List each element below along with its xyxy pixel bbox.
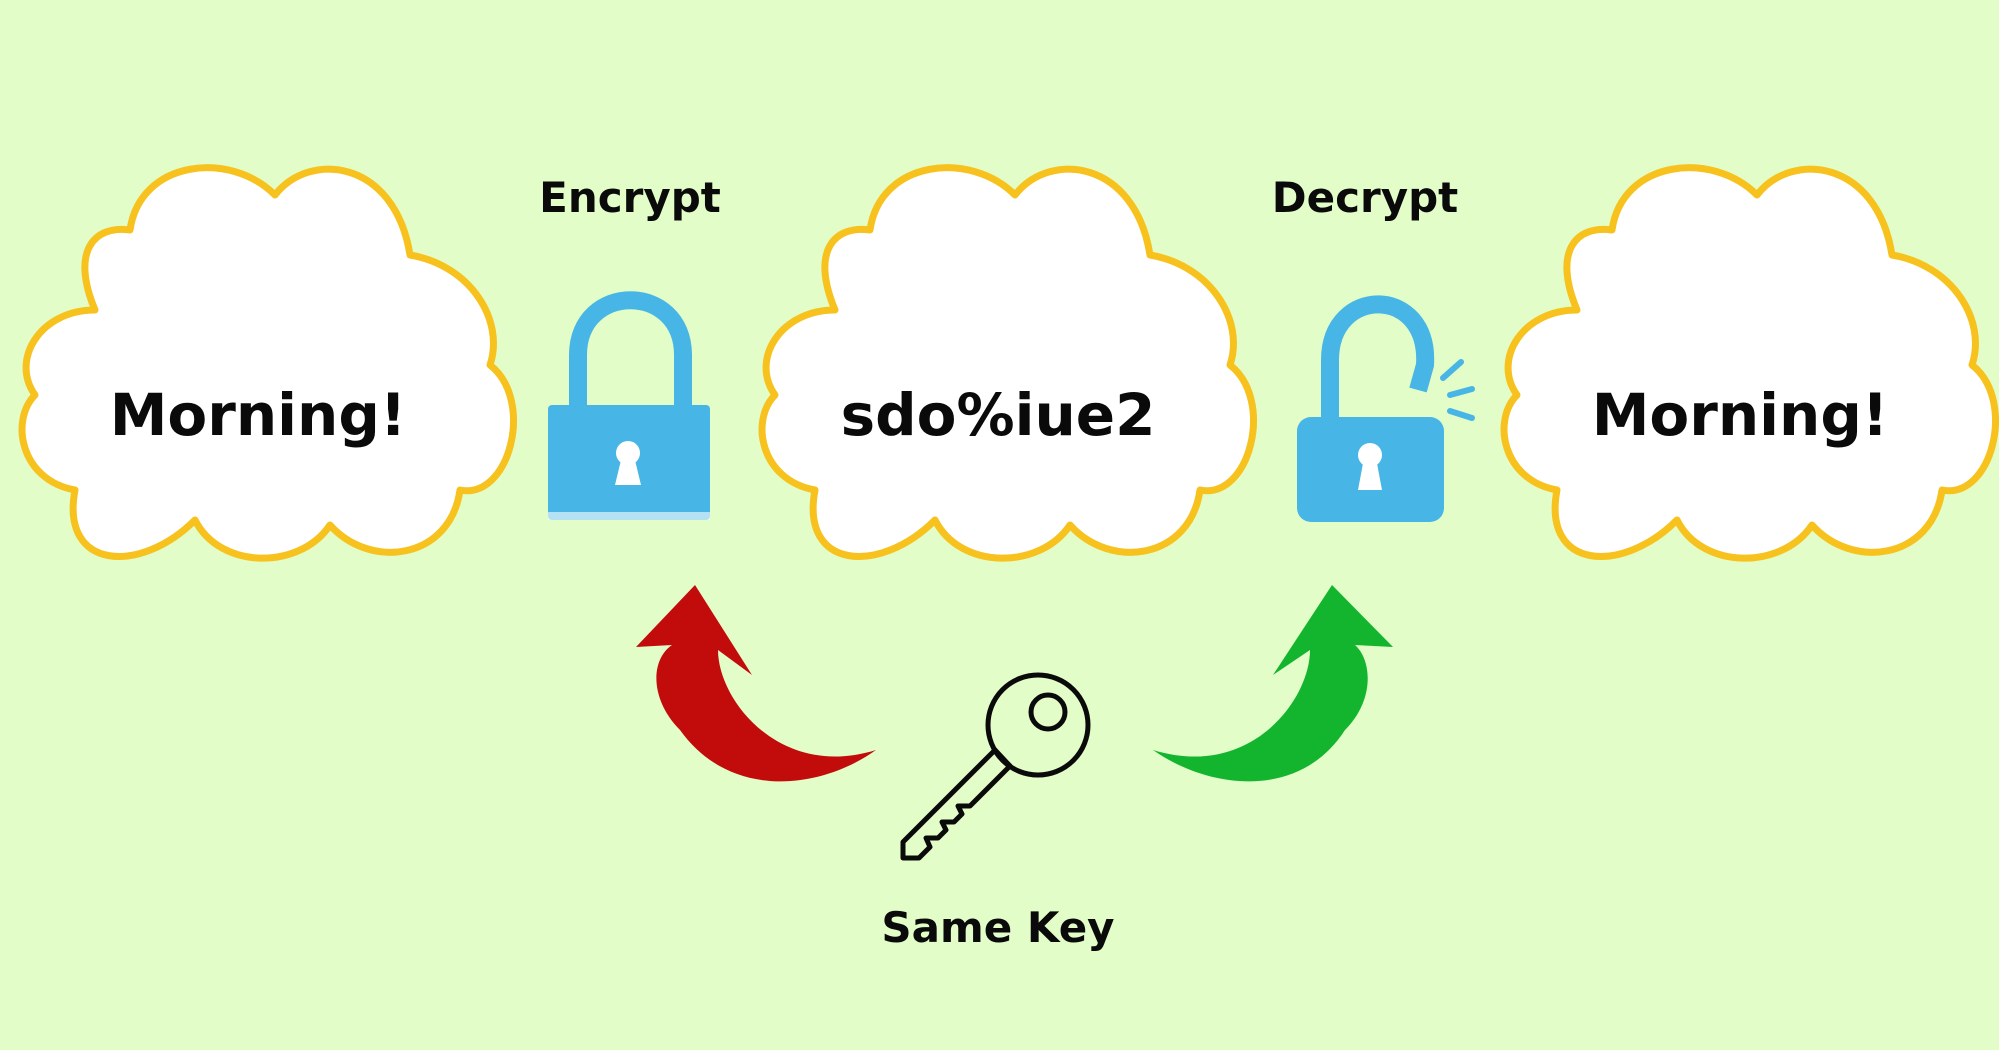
plaintext-right-text: Morning! — [1592, 381, 1889, 449]
decrypt-label: Decrypt — [1272, 173, 1458, 222]
ciphertext-cloud: sdo%iue2 — [762, 168, 1253, 558]
sparkle-line — [1447, 386, 1475, 398]
lock-base-highlight — [548, 512, 710, 520]
keyhole-bottom-open — [1358, 458, 1382, 490]
lock-shackle — [569, 291, 692, 407]
plaintext-cloud-left: Morning! — [22, 168, 513, 558]
keyhole-bottom — [615, 456, 641, 485]
key-ring-hole — [1028, 692, 1068, 732]
sparkle-line — [1440, 359, 1464, 381]
ciphertext-text: sdo%iue2 — [841, 381, 1156, 449]
same-key-label: Same Key — [881, 903, 1114, 952]
lock-shackle-open — [1321, 295, 1435, 420]
plaintext-cloud-right: Morning! — [1504, 168, 1995, 558]
cloud-shape — [22, 168, 513, 558]
sparkle-line — [1447, 408, 1475, 421]
key-icon — [900, 672, 1091, 861]
key-collar — [992, 747, 1013, 769]
encrypt-arrow — [636, 585, 876, 782]
lock-closed-icon — [548, 291, 710, 520]
key-bow — [985, 672, 1091, 778]
cloud-shape — [1504, 168, 1995, 558]
lock-open-icon — [1297, 295, 1475, 522]
decrypt-arrow — [1153, 585, 1393, 782]
key-blade — [900, 747, 1013, 861]
plaintext-left-text: Morning! — [110, 381, 407, 449]
encrypt-label: Encrypt — [539, 173, 721, 222]
cloud-shape — [762, 168, 1253, 558]
